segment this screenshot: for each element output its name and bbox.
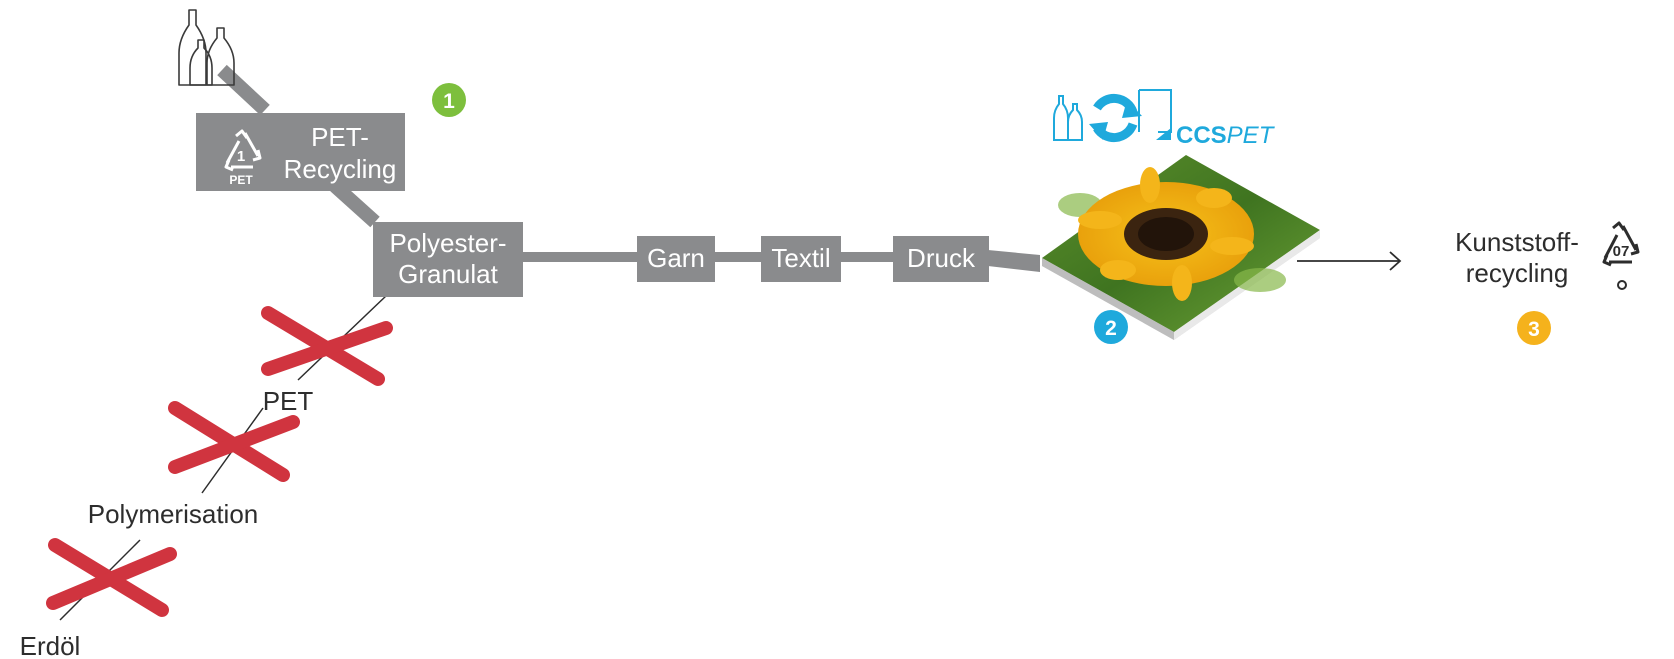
pet-recycling-symbol-number: 1 [237, 148, 245, 165]
polyester-granulat-label-line2: Granulat [398, 259, 498, 289]
druck-label: Druck [907, 243, 976, 273]
bottles-icon [178, 9, 235, 86]
step-badge-3-number: 3 [1528, 318, 1540, 341]
step-badge-1 [432, 83, 466, 117]
connector-pet-recycling-to-granulat [330, 180, 380, 228]
pet-label: PET [263, 386, 314, 416]
connector-druck-to-print [988, 250, 1040, 272]
recycling-symbol-07-icon [1602, 221, 1640, 290]
kunststoff-recycling-label-line1: Kunststoff- [1455, 227, 1579, 257]
druck-box [893, 236, 989, 282]
textil-label: Textil [771, 243, 830, 273]
ccspet-logo-italic: PET [1227, 122, 1276, 149]
step-badge-2 [1094, 310, 1128, 344]
cross-mark-icon-1 [261, 306, 393, 386]
polymerisation-label: Polymerisation [88, 499, 259, 529]
cross-mark-icon-2 [168, 401, 300, 482]
textil-box [761, 236, 841, 282]
pet-recycling-box [196, 113, 405, 191]
ccspet-logo-text: CCSPET [1176, 122, 1276, 149]
step-badge-1-number: 1 [443, 90, 455, 113]
recycling-symbol-07-number: 07 [1613, 243, 1630, 260]
step-badge-2-number: 2 [1105, 317, 1117, 340]
step-badge-3 [1517, 311, 1551, 345]
polyester-granulat-box [373, 222, 523, 297]
recycling-symbol-icon [224, 129, 262, 172]
connector-bottles-to-pet-recycling [217, 64, 270, 116]
pet-recycling-label-line2: Recycling [284, 154, 397, 184]
pet-recycling-label-line1: PET- [311, 122, 369, 152]
ccspet-logo-bold: CCS [1176, 122, 1227, 149]
polyester-granulat-label-line1: Polyester- [389, 228, 506, 258]
garn-label: Garn [647, 243, 705, 273]
sunflower-print-image [1042, 155, 1320, 340]
kunststoff-recycling-label-line2: recycling [1466, 258, 1569, 288]
erdoel-label: Erdöl [20, 631, 81, 659]
ccspet-logo-icon [1053, 89, 1172, 143]
connector-lines [217, 64, 1040, 272]
pet-recycling-symbol-label: PET [229, 173, 253, 187]
arrow-right-icon [1297, 251, 1402, 271]
cross-mark-icon-3 [46, 538, 177, 617]
garn-box [637, 236, 715, 282]
